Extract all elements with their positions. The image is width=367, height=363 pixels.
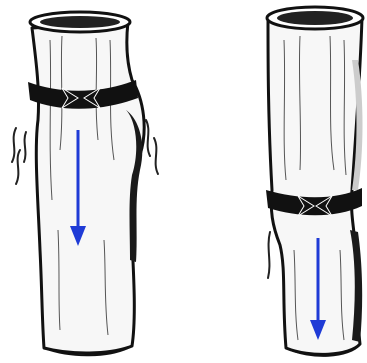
right-tube-illustration: [266, 7, 363, 356]
right-motion-lines-icon: [268, 232, 270, 278]
left-tube-illustration: [12, 12, 158, 355]
